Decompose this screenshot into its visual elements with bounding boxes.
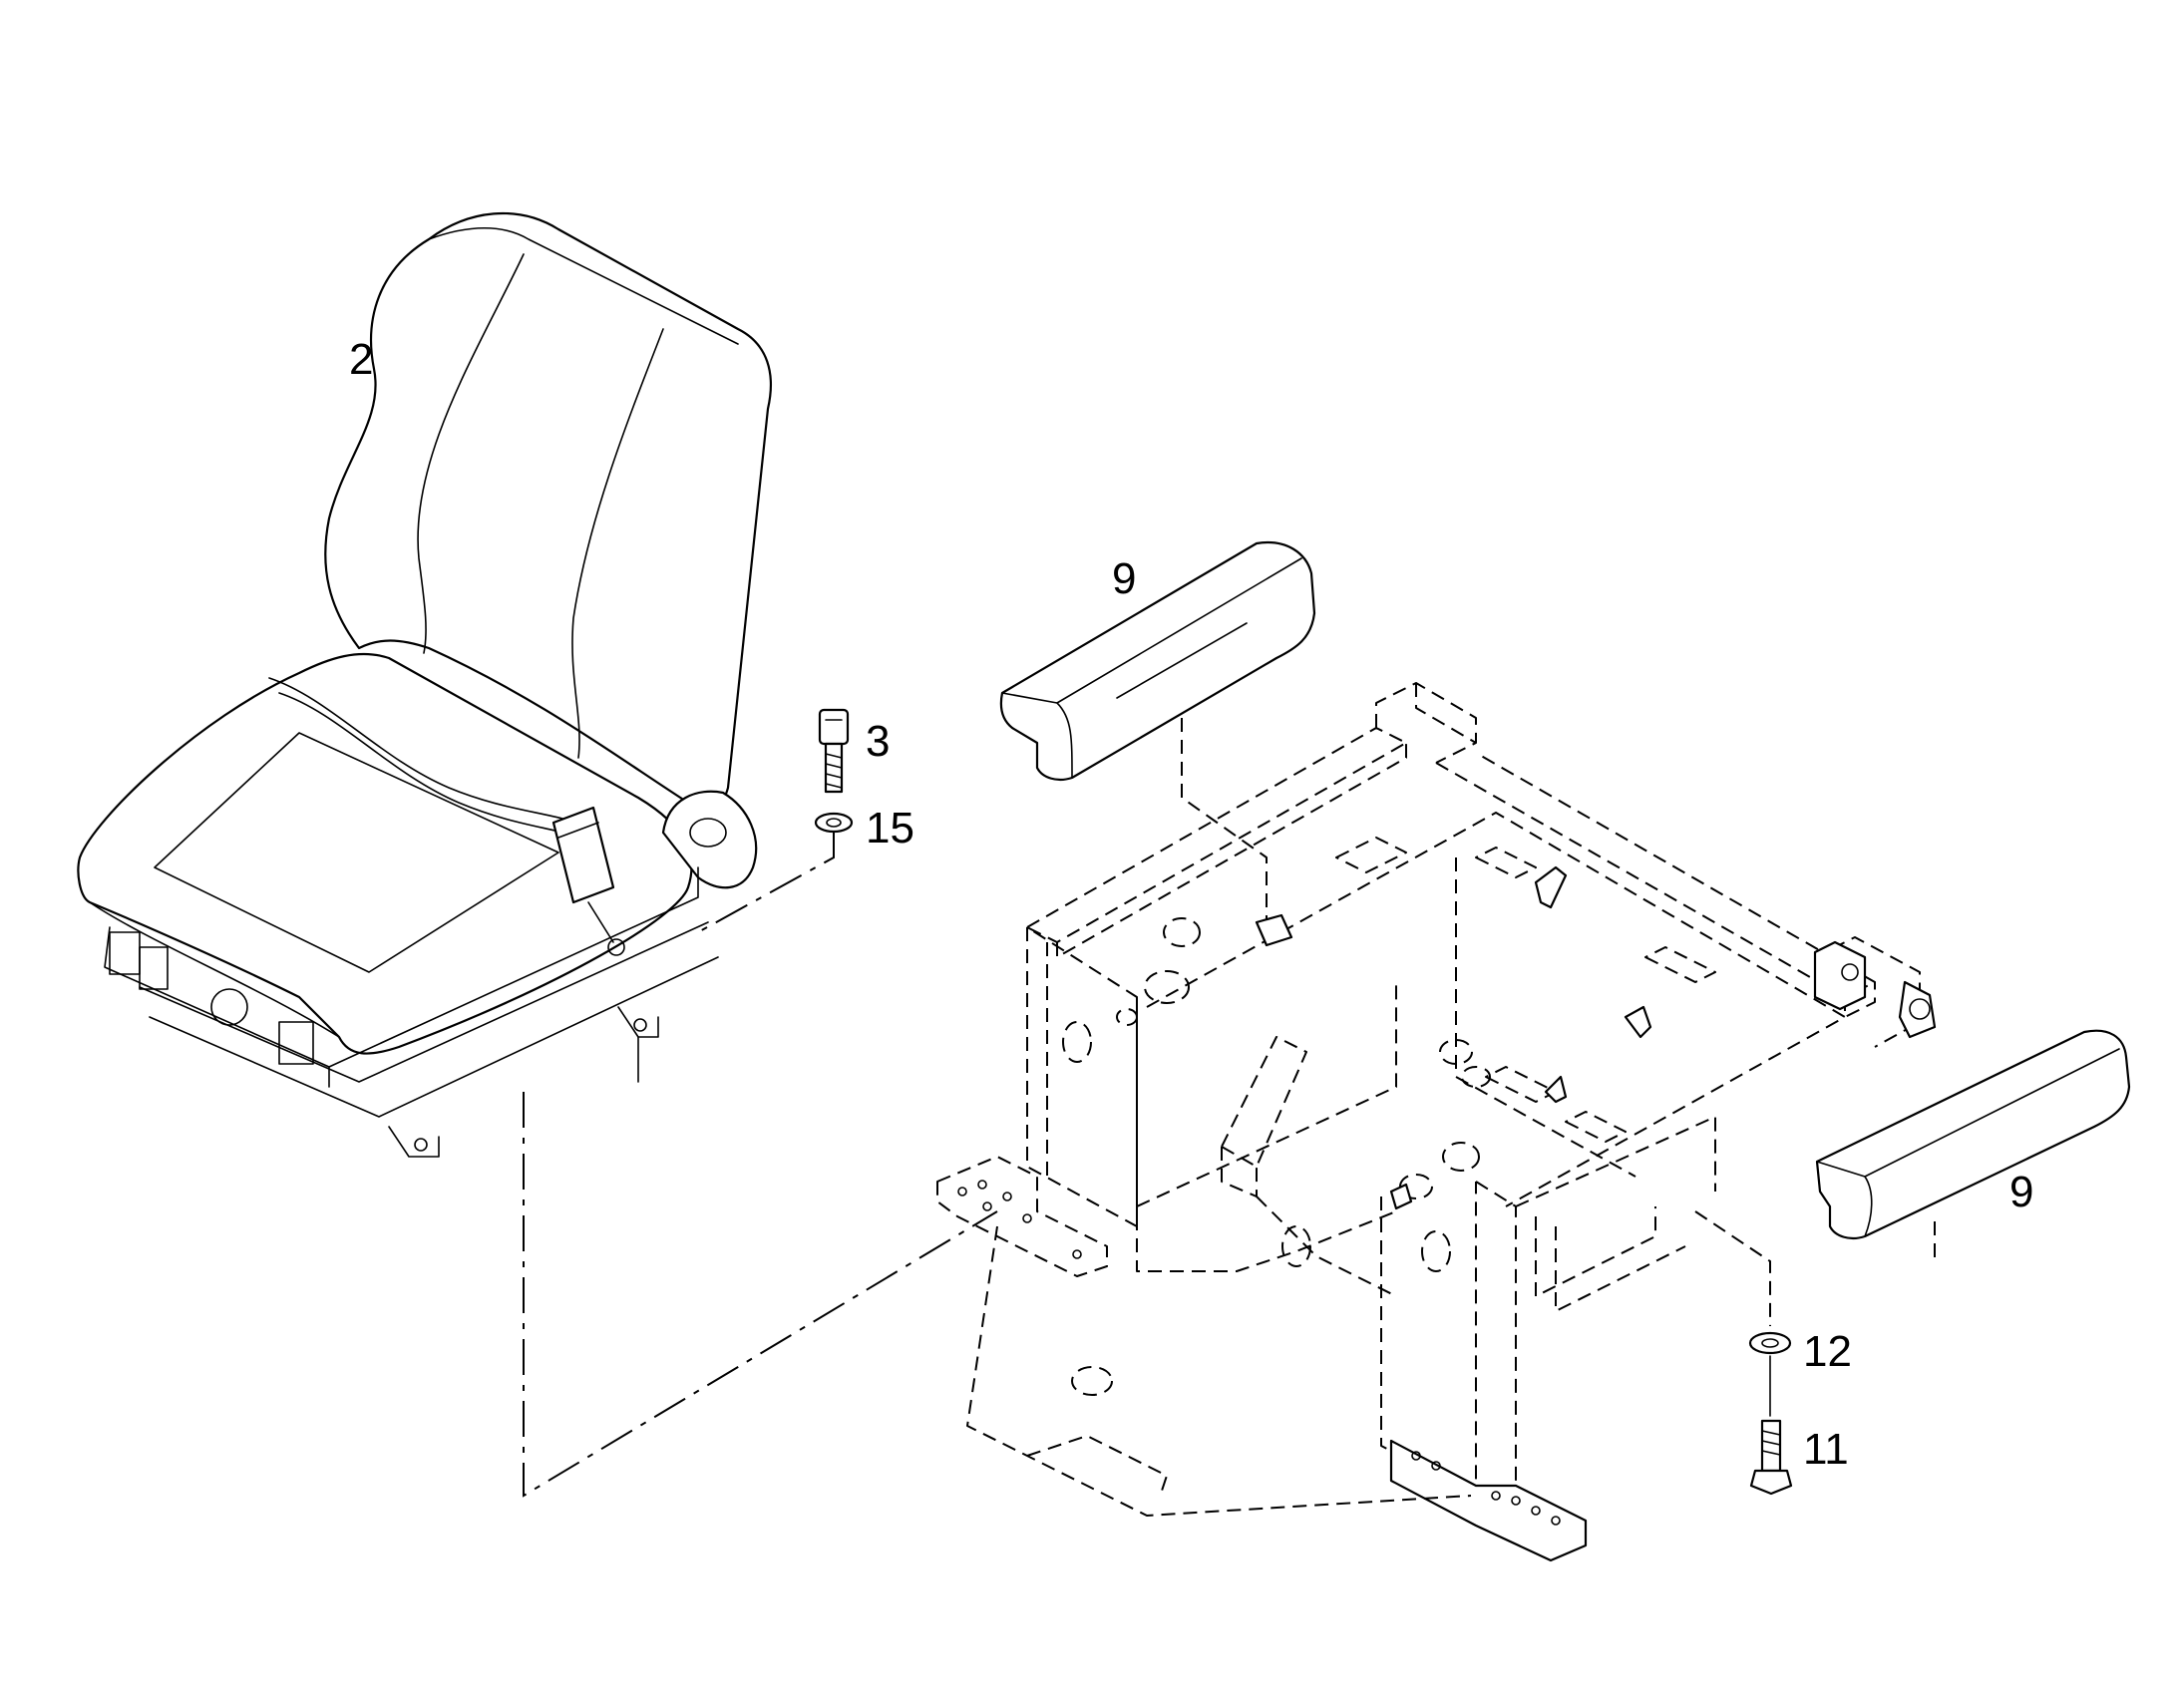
callout-screw: 3 — [866, 717, 890, 766]
operator-seat — [77, 211, 772, 1158]
assembly-line-bolt — [1694, 1210, 1771, 1326]
callout-armrest-left: 9 — [1112, 554, 1136, 603]
callout-bolt: 11 — [1803, 1425, 1849, 1474]
hex-bolt — [1749, 1419, 1793, 1496]
callout-washer-top: 15 — [866, 804, 914, 853]
assembly-line-seat — [523, 1092, 998, 1498]
washer-bottom — [1748, 1331, 1792, 1355]
washer-top — [814, 812, 854, 834]
callout-washer-bottom: 12 — [1803, 1327, 1852, 1376]
armrest-right — [1815, 1029, 2131, 1240]
cap-screw — [818, 708, 850, 794]
callout-seat: 2 — [349, 335, 373, 384]
assembly-line-screw — [697, 833, 835, 933]
callout-armrest-right: 9 — [2009, 1168, 2033, 1216]
assembly-line-armrest-left — [1181, 718, 1268, 922]
seat-frame — [936, 682, 1937, 1562]
armrest-left — [999, 540, 1316, 782]
